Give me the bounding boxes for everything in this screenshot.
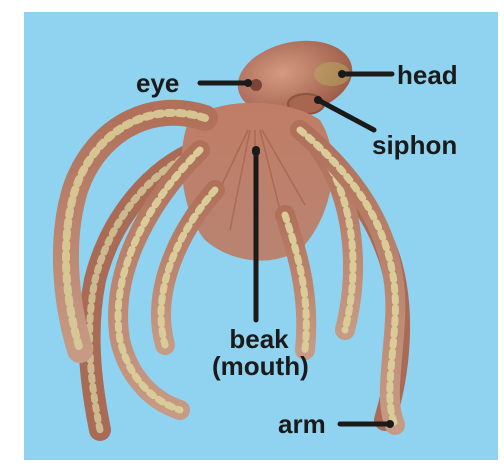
label-head: head [397, 62, 458, 88]
label-siphon: siphon [372, 132, 457, 158]
label-arm: arm [278, 411, 326, 437]
label-beak-line2: (mouth) [212, 353, 306, 380]
label-beak: beak (mouth) [212, 326, 306, 381]
pointer-siphon [318, 100, 374, 130]
eye-shape [250, 79, 262, 91]
label-eye: eye [136, 70, 179, 96]
label-beak-line1: beak [212, 326, 306, 353]
